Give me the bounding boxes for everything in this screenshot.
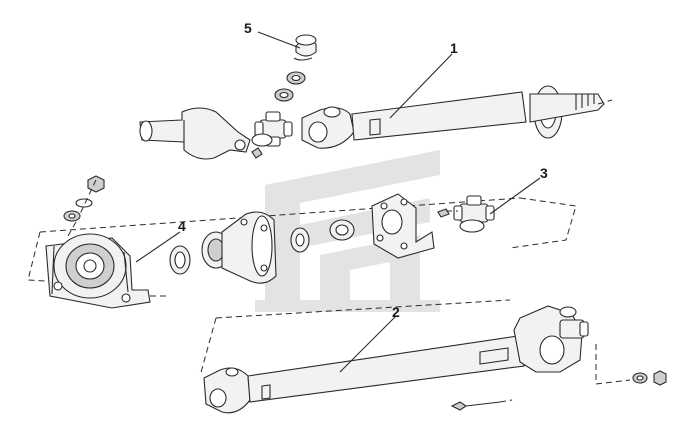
splined-shaft — [529, 93, 605, 123]
leader-lines — [135, 31, 541, 373]
universal-joint-middle — [437, 195, 495, 233]
callout-5: 5 — [244, 20, 252, 36]
flange-yoke-end — [139, 120, 153, 142]
callout-4: 4 — [178, 218, 186, 234]
center-bearing-support — [45, 233, 151, 309]
bottom-fasteners — [450, 370, 667, 411]
callout-3: 3 — [540, 165, 548, 181]
callout-1: 1 — [450, 40, 458, 56]
companion-flange — [371, 193, 435, 259]
shaft-tube-2 — [247, 335, 525, 403]
flange-yoke — [139, 107, 251, 160]
rear-driveshaft-assembly — [199, 299, 667, 414]
callout-2: 2 — [392, 304, 400, 320]
grease-fitting — [251, 147, 263, 159]
center-bearing-assembly — [27, 175, 577, 309]
bolt-nut-stack — [63, 175, 105, 237]
flange-hub — [201, 211, 277, 284]
shaft-tube-1 — [351, 91, 527, 141]
universal-joint-top — [251, 111, 293, 147]
front-driveshaft-assembly — [139, 34, 613, 160]
